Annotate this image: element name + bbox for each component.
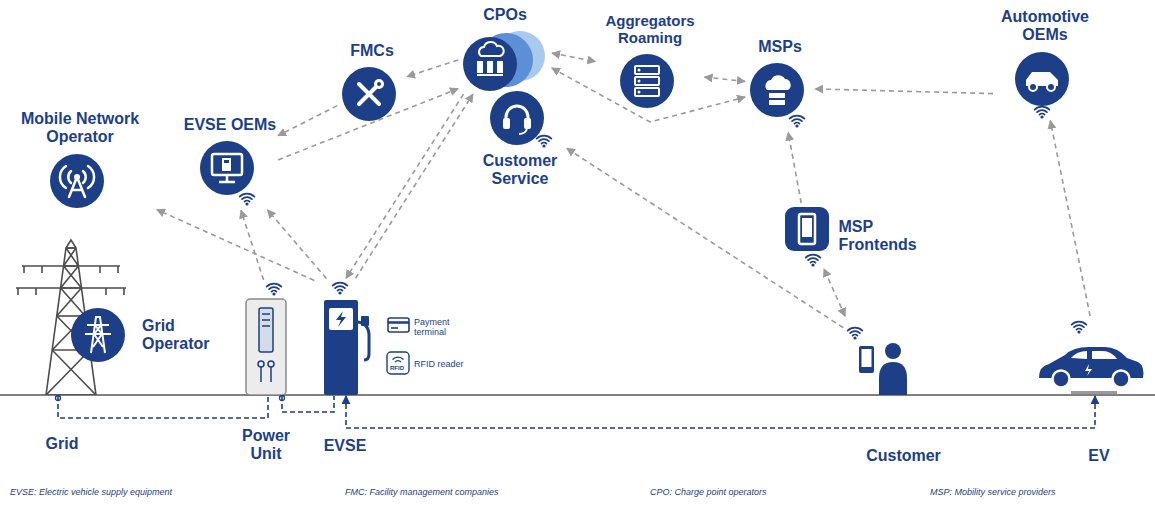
rfid-reader-icon	[387, 352, 409, 374]
node-label: Customer Service	[475, 152, 565, 189]
head-icon	[487, 88, 553, 148]
customer-service-node: Customer Service	[475, 88, 565, 189]
evse-icon	[316, 280, 374, 395]
msp-icon	[747, 60, 813, 130]
ev-icon	[1035, 318, 1147, 395]
power-connector	[282, 396, 334, 412]
footnote: CPO: Charge point operators	[650, 487, 767, 497]
footnote: EVSE: Electric vehicle supply equipment	[10, 487, 172, 497]
data-connector	[567, 148, 844, 327]
mon-icon	[197, 138, 263, 208]
customer-figure: Customer	[845, 318, 910, 395]
annotation-label: Payment terminal	[414, 317, 460, 338]
pylon-icon	[68, 305, 134, 365]
node-label: Aggregators Roaming	[598, 12, 703, 47]
node-label: EV	[1079, 447, 1119, 465]
fmc-node: FMCs	[339, 42, 405, 124]
data-connector	[157, 210, 314, 281]
mno-icon	[47, 151, 113, 211]
node-label: FMCs	[350, 42, 394, 60]
node-label: Grid	[32, 435, 92, 453]
msp-frontend-node: MSP Frontends	[783, 205, 934, 267]
cust-icon	[845, 318, 910, 395]
data-connector	[407, 60, 458, 77]
power-connector	[58, 396, 268, 418]
node-label: EVSE	[315, 437, 375, 455]
pu-icon	[240, 282, 292, 395]
msp-node: MSPs	[747, 38, 813, 130]
aggregator-node: Aggregators Roaming	[598, 12, 703, 111]
node-label: MSPs	[758, 38, 802, 56]
data-connector	[815, 89, 993, 94]
cpo-node: CPOs	[460, 6, 550, 92]
phone-icon	[783, 205, 831, 267]
data-connector	[705, 77, 746, 81]
data-connector	[241, 210, 264, 280]
footnote: MSP: Mobility service providers	[930, 487, 1056, 497]
data-connector	[346, 94, 464, 278]
data-connector	[552, 68, 745, 122]
data-connector	[268, 210, 327, 279]
power-unit: Power Unit	[240, 282, 292, 395]
node-label: Power Unit	[236, 427, 296, 464]
footnote: FMC: Facility management companies	[345, 487, 499, 497]
data-connector	[824, 269, 845, 316]
car-icon	[1012, 49, 1078, 119]
data-connector	[788, 132, 801, 203]
ground-line	[0, 394, 1155, 396]
electric-vehicle: EV	[1035, 318, 1147, 395]
network-operator-node: Mobile Network Operator	[5, 110, 155, 211]
node-label: Automotive OEMs	[995, 8, 1095, 45]
data-connector	[1050, 121, 1090, 316]
tools-icon	[339, 64, 405, 124]
evse-charger: EVSE	[316, 280, 374, 395]
data-connector	[356, 94, 474, 278]
payment-terminal-icon	[388, 318, 409, 332]
grid-operator-node: Grid Operator	[68, 305, 222, 365]
srv-icon	[617, 51, 683, 111]
annotation-label: RFID reader	[414, 359, 464, 369]
power-connector	[346, 396, 1095, 428]
node-label: Grid Operator	[142, 317, 222, 354]
node-label: Customer	[859, 447, 949, 465]
node-label: MSP Frontends	[839, 218, 934, 255]
cpo-icon	[460, 28, 550, 92]
icon-text: RFID	[390, 365, 404, 372]
evse-oem-node: EVSE OEMs	[184, 116, 276, 208]
node-label: EVSE OEMs	[184, 116, 276, 134]
data-connector	[552, 53, 596, 61]
node-label: CPOs	[483, 6, 527, 24]
data-connector	[278, 106, 337, 136]
automotive-oem-node: Automotive OEMs	[995, 8, 1095, 119]
node-label: Mobile Network Operator	[5, 110, 155, 147]
